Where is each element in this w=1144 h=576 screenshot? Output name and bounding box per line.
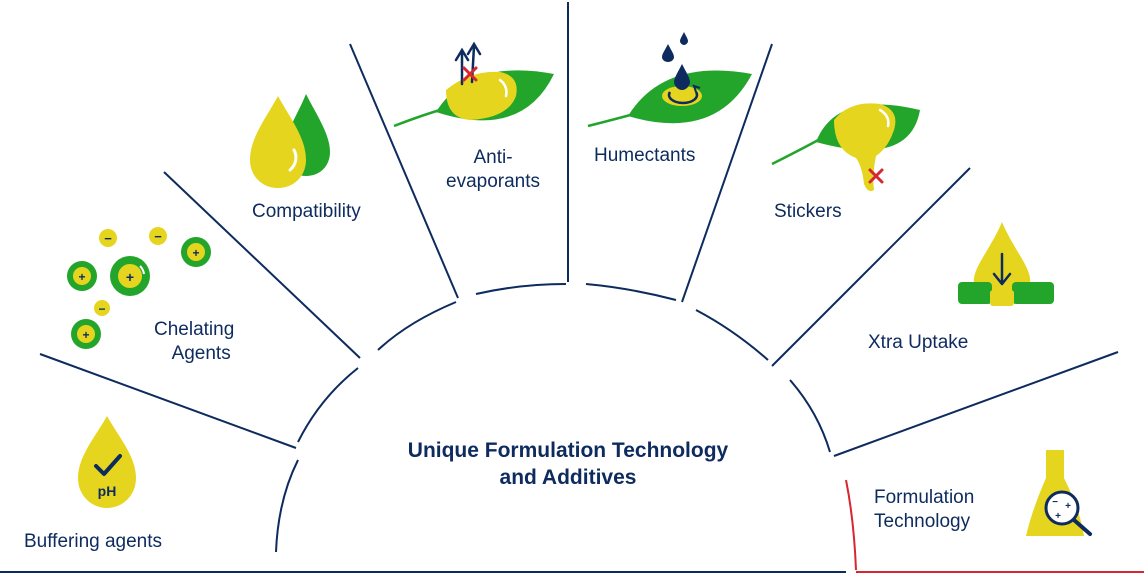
label-line: Anti-: [473, 147, 513, 168]
ion-plus-text: +: [126, 269, 134, 285]
double-drop-icon: [250, 94, 330, 188]
flask-magnifier-icon: − + +: [1026, 450, 1092, 536]
label-line: Formulation: [874, 487, 975, 508]
inner-arc-7: [789, 379, 831, 453]
leaf-blocked-evaporation-icon: [393, 41, 554, 128]
leaf-water-drop-icon: [587, 32, 752, 128]
label-buffering-agents: Buffering agents: [24, 531, 163, 552]
inner-arc-4: [475, 283, 567, 295]
ion-plus-text: +: [78, 270, 85, 284]
center-title-line: Unique Formulation Technology: [407, 439, 729, 462]
ion-bubbles-icon: + + + + − − −: [67, 227, 211, 349]
label-chelating-agents: Chelating Agents: [154, 318, 234, 366]
label-line: Technology: [874, 511, 971, 532]
label-humectants: Humectants: [594, 145, 696, 166]
flask-plus-text: +: [1055, 511, 1061, 522]
center-title: Unique Formulation Technology and Additi…: [350, 437, 786, 491]
spoke-2: [163, 171, 361, 359]
center-title-line: and Additives: [499, 466, 637, 489]
label-line: evaporants: [446, 171, 541, 192]
label-stickers: Stickers: [774, 201, 842, 222]
ph-text: pH: [98, 483, 117, 499]
label-formulation-technology: Formulation Technology: [874, 486, 974, 534]
inner-arc-3: [377, 301, 457, 351]
label-line: Chelating: [154, 319, 235, 340]
ph-drop-icon: pH: [78, 416, 136, 508]
ion-minus-text: −: [98, 302, 105, 316]
inner-arc-8: [845, 479, 857, 571]
spoke-6: [771, 167, 971, 367]
spoke-1: [39, 353, 297, 449]
inner-arc-5: [585, 283, 677, 301]
flask-minus-text: −: [1052, 497, 1058, 508]
ion-plus-text: +: [192, 246, 199, 260]
label-anti-evaporants: Anti- evaporants: [446, 146, 540, 194]
spoke-7: [833, 351, 1119, 457]
drop-absorption-icon: [958, 222, 1054, 306]
spoke-3: [349, 43, 459, 299]
inner-arc-2: [297, 367, 359, 443]
label-line: Agents: [171, 343, 231, 364]
inner-arc-6: [695, 309, 769, 361]
label-compatibility: Compatibility: [252, 201, 361, 222]
leaf-sticking-drop-icon: [771, 103, 920, 192]
ion-minus-text: −: [104, 231, 112, 246]
ion-plus-text: +: [82, 328, 89, 342]
spoke-5: [681, 43, 773, 303]
ion-minus-text: −: [154, 229, 162, 244]
label-xtra-uptake: Xtra Uptake: [868, 332, 969, 353]
flask-plus-text: +: [1065, 501, 1071, 512]
inner-arc-1: [275, 459, 299, 553]
